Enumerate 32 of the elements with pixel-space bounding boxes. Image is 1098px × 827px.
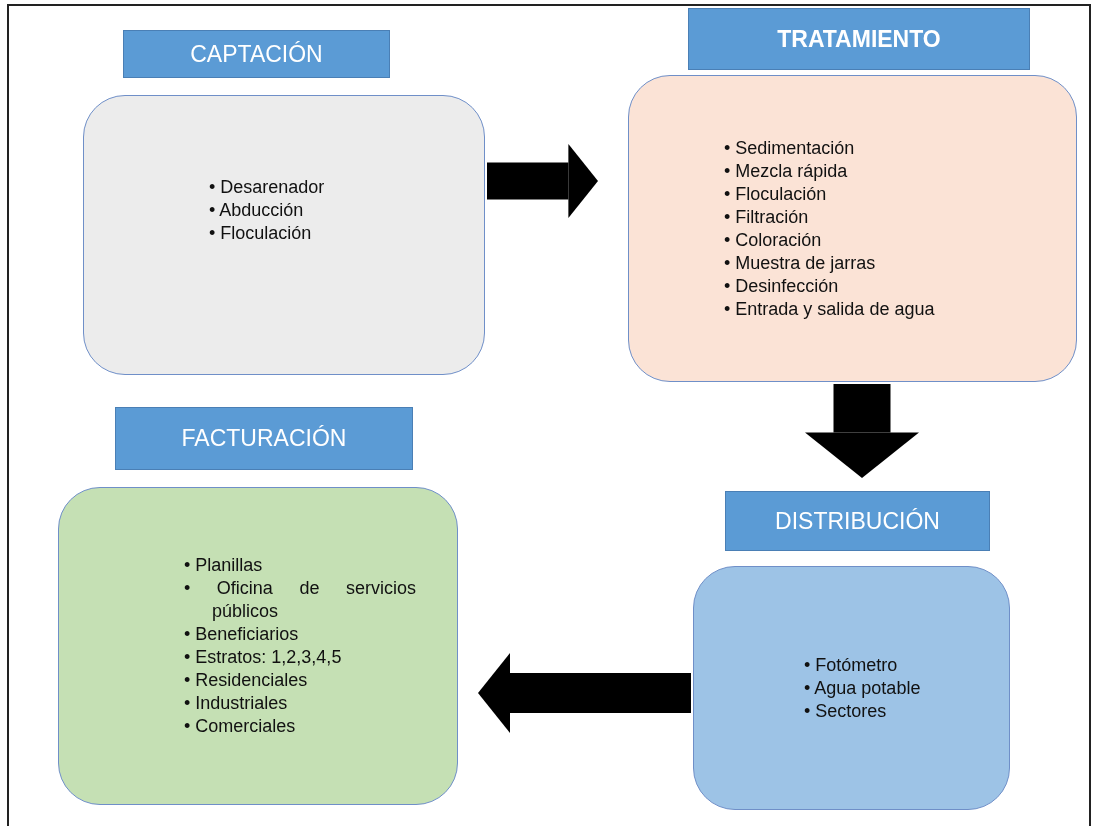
list-item: • Beneficiarios	[184, 623, 300, 646]
rounded-box	[58, 487, 458, 805]
list-item: • Sectores	[804, 699, 888, 723]
list-item: • Coloración	[724, 228, 823, 252]
block-arrow	[478, 653, 691, 733]
section-header: CAPTACIÓN	[123, 30, 390, 78]
list-item: • Estratos: 1,2,3,4,5	[184, 646, 343, 669]
list-item: • Fotómetro	[804, 653, 899, 677]
list-item: • Planillas	[184, 554, 264, 577]
list-item: • Industriales	[184, 692, 289, 715]
rounded-box	[83, 95, 485, 375]
list-item: • Residenciales	[184, 669, 309, 692]
list-item: • Desinfección	[724, 274, 840, 298]
section-header: DISTRIBUCIÓN	[725, 491, 990, 551]
list-item: • Oficina de servicios públicos	[184, 577, 416, 623]
list-item: • Entrada y salida de agua	[724, 297, 936, 321]
list-item: • Sedimentación	[724, 136, 856, 160]
list-item: • Mezcla rápida	[724, 159, 849, 183]
section-header: FACTURACIÓN	[115, 407, 413, 470]
block-arrow	[487, 144, 598, 218]
rounded-box	[693, 566, 1010, 810]
list-item: • Floculación	[209, 221, 313, 245]
list-item: • Muestra de jarras	[724, 251, 877, 275]
block-arrow	[805, 384, 919, 478]
rounded-box	[628, 75, 1077, 382]
list-item: • Abducción	[209, 198, 305, 222]
section-header: TRATAMIENTO	[688, 8, 1030, 70]
list-item: • Comerciales	[184, 715, 297, 738]
list-item: • Floculación	[724, 182, 828, 206]
list-item: • Filtración	[724, 205, 810, 229]
list-item: • Agua potable	[804, 676, 922, 700]
list-item: • Desarenador	[209, 175, 326, 199]
